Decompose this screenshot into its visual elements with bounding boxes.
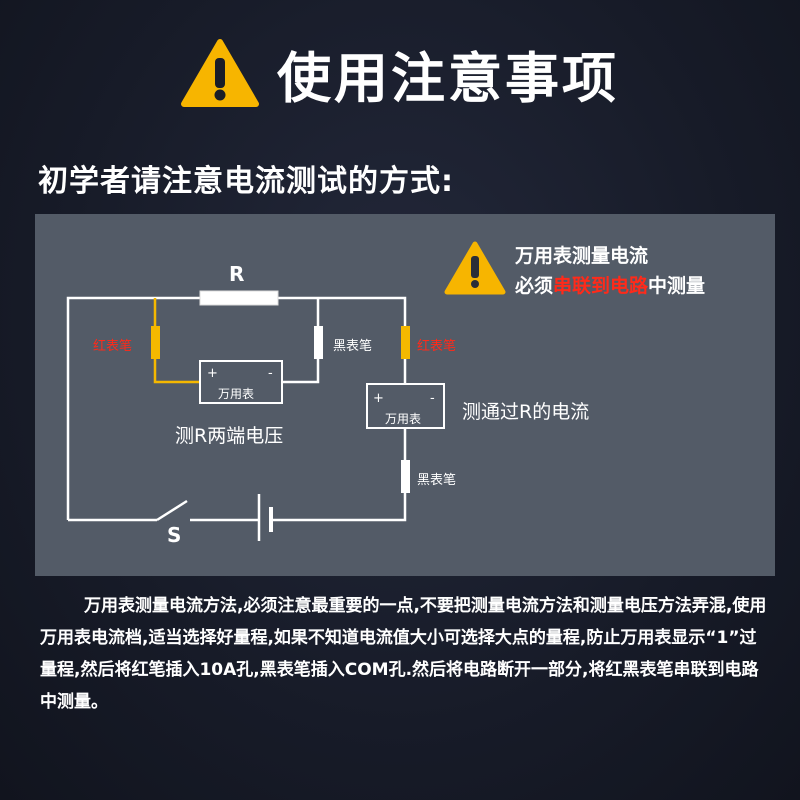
warning-small-icon — [444, 241, 506, 295]
warning-line-2-suffix: 中测量 — [648, 275, 706, 297]
meter-plus: + — [373, 391, 384, 406]
page-header: 使用注意事项 — [0, 28, 800, 118]
red-probe-tip-current — [401, 326, 410, 359]
current-caption: 测通过R的电流 — [462, 401, 590, 423]
instruction-paragraph: 万用表测量电流方法,必须注意最重要的一点,不要把测量电流方法和测量电压方法弄混,… — [40, 590, 770, 718]
black-probe-tip-current — [401, 460, 410, 493]
warning-icon — [181, 39, 259, 107]
meter-label-voltage: 万用表 — [218, 387, 255, 401]
switch-label: S — [167, 523, 182, 547]
warning-line-2: 必须串联到电路中测量 — [515, 271, 705, 298]
red-probe-tip-voltage — [151, 326, 160, 359]
meter-plus: + — [207, 366, 218, 381]
red-probe-label-voltage: 红表笔 — [93, 339, 133, 354]
black-probe-tip-voltage — [314, 326, 323, 359]
circuit-diagram-panel: R S 红表笔 黑表笔 红表笔 黑表笔 + - 万用表 + - 万用表 测R两端… — [35, 214, 775, 576]
section-subtitle: 初学者请注意电流测试的方式: — [38, 164, 454, 199]
black-probe-label-voltage: 黑表笔 — [333, 339, 373, 354]
warning-line-2-prefix: 必须 — [515, 275, 554, 297]
meter-label-current: 万用表 — [385, 412, 422, 426]
red-probe-wire-voltage — [153, 298, 199, 384]
page-title: 使用注意事项 — [277, 46, 619, 110]
meter-minus: - — [430, 391, 435, 406]
resistor — [199, 290, 279, 306]
multimeter-current — [366, 383, 445, 429]
warning-line-1: 万用表测量电流 — [515, 245, 649, 267]
instruction-text: 万用表测量电流方法,必须注意最重要的一点,不要把测量电流方法和测量电压方法弄混,… — [40, 596, 767, 712]
circuit-wires — [66, 296, 407, 522]
resistor-label: R — [229, 262, 245, 286]
black-probe-label-current: 黑表笔 — [417, 473, 457, 488]
multimeter-voltage — [199, 360, 283, 404]
circuit-diagram — [66, 241, 506, 541]
warning-line-2-highlight: 串联到电路 — [553, 275, 649, 297]
red-probe-label-current: 红表笔 — [417, 339, 457, 354]
voltage-caption: 测R两端电压 — [175, 425, 284, 447]
meter-minus: - — [268, 366, 273, 381]
